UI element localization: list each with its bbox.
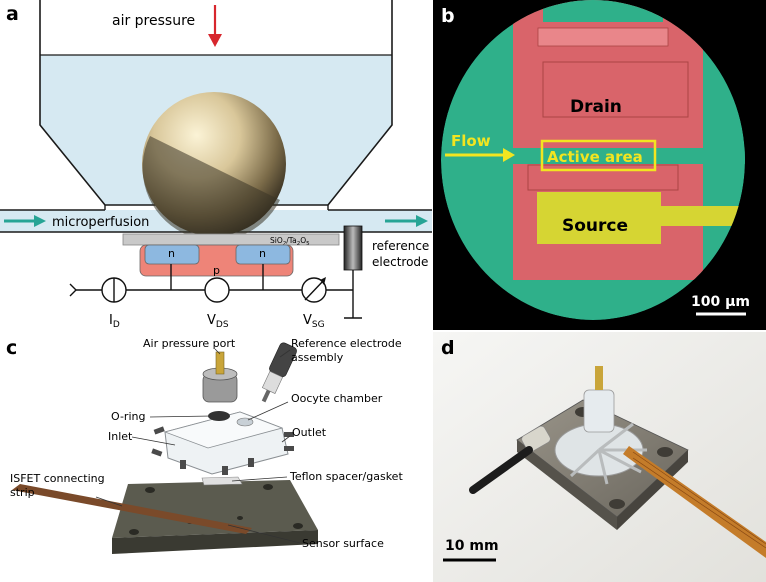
vsg-label: VSG: [303, 313, 325, 330]
panel-b-micrograph: b Drain Source Flow Active area 100 µm: [433, 0, 766, 330]
o-ring-label: O-ring: [111, 410, 145, 423]
flow-arrow-left-head: [34, 215, 46, 227]
base-plate-top: [112, 480, 318, 538]
air-pressure-arrow-head: [208, 34, 222, 47]
flow-arrow-right-head: [416, 215, 428, 227]
gate-oxide-label: SiO2/Ta2O5: [270, 236, 310, 247]
panel-d-photograph: d 10 mm: [433, 332, 766, 582]
id-label: ID: [109, 313, 120, 330]
measurement-circuit: [69, 264, 362, 319]
active-area-box: [540, 139, 657, 172]
microperfusion-label: microperfusion: [52, 215, 149, 230]
n-right-label: n: [259, 247, 266, 260]
isfet-strip: [12, 484, 252, 534]
panel-c-exploded-view: c: [6, 337, 403, 554]
flex-traces: [632, 451, 766, 549]
leader-lines: [95, 348, 301, 544]
device-block-side-2: [617, 450, 688, 530]
scale-bar-label: 100 µm: [691, 294, 750, 310]
source-region: [537, 192, 661, 244]
n-region-left: [144, 244, 200, 265]
air-pressure-port-label: Air pressure port: [143, 337, 236, 350]
radial-ports: [569, 422, 647, 485]
panel-a-letter: a: [6, 3, 19, 25]
p-region-label: p: [213, 264, 220, 277]
isfet-strip-label-1: ISFET connecting: [10, 472, 105, 485]
drain-label: Drain: [570, 97, 622, 117]
flex-strip: [623, 446, 766, 558]
teflon-spacer-label: Teflon spacer/gasket: [289, 470, 403, 483]
oocyte-dark-hemisphere: [142, 136, 280, 241]
vsg-arrow-head: [320, 277, 326, 285]
oocyte-chamber-label: Oocyte chamber: [291, 392, 383, 405]
source-inner: [527, 164, 679, 191]
vds-label: VDS: [207, 313, 229, 330]
air-port-nozzle: [215, 351, 225, 375]
chamber-nozzle: [595, 366, 603, 390]
chamber-column: [583, 389, 615, 433]
air-pressure-label: air pressure: [112, 13, 195, 29]
reference-electrode-label-2: assembly: [291, 351, 344, 364]
reference-electrode: [343, 225, 363, 271]
drain-upper-band: [537, 27, 669, 47]
sensor-surface-label: Sensor surface: [302, 537, 384, 550]
base-plate-holes: [129, 484, 303, 535]
source-label: Source: [562, 216, 628, 236]
panel-d-letter: d: [441, 337, 455, 359]
panel-c-letter: c: [6, 337, 17, 359]
drain-inner: [542, 61, 689, 118]
reference-electrode-assembly: [261, 342, 297, 403]
reference-electrode-label-1: Reference electrode: [291, 337, 402, 350]
active-area-label: Active area: [547, 148, 643, 166]
source-right: [655, 206, 745, 226]
n-left-label: n: [168, 247, 175, 260]
isfet-strip-label-2: strip: [10, 486, 35, 499]
chamber-ports: [151, 426, 294, 475]
side-tube-connector: [521, 425, 551, 453]
side-tube: [469, 446, 533, 494]
teflon-spacer: [201, 476, 243, 486]
base-plate-front: [112, 530, 318, 554]
scale-bar-label: 10 mm: [445, 538, 499, 554]
panel-a-schematic: a air pressure microperfusion SiO2/Ta2O5…: [0, 0, 432, 330]
outlet-label: Outlet: [292, 426, 327, 439]
flow-label: Flow: [451, 132, 491, 150]
reference-label-2: electrode: [372, 255, 428, 269]
o-ring: [208, 411, 230, 421]
inlet-label: Inlet: [108, 430, 133, 443]
device-block-side: [517, 440, 617, 530]
flow-arrow-head: [503, 148, 515, 162]
reference-label-1: reference: [372, 239, 429, 253]
panel-b-letter: b: [441, 5, 455, 27]
oocyte-well: [236, 417, 254, 427]
channel-band: [513, 148, 745, 164]
